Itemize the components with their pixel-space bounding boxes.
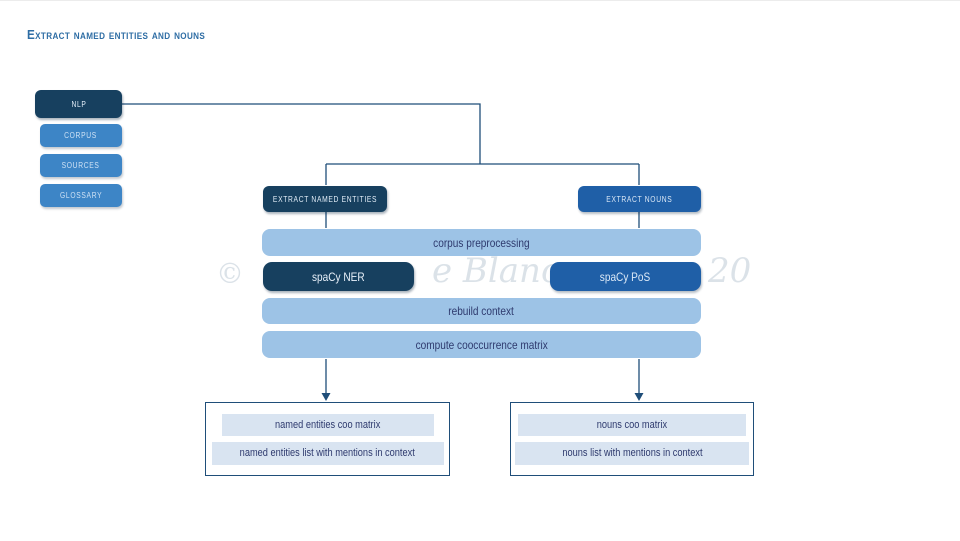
watermark-fragment: 20 [708, 251, 752, 291]
tool-spacy-ner[interactable]: spaCy NER [263, 262, 414, 291]
step-corpus-preprocessing: corpus preprocessing [262, 229, 701, 256]
extract-named-entities-button[interactable]: EXTRACT NAMED ENTITIES [263, 186, 387, 212]
output-box-named-entities: named entities coo matrix named entities… [205, 402, 450, 476]
tool-spacy-pos[interactable]: spaCy PoS [550, 262, 701, 291]
output-item: nouns coo matrix [518, 413, 746, 436]
output-box-nouns: nouns coo matrix nouns list with mention… [510, 402, 754, 476]
output-item: named entities coo matrix [221, 413, 434, 436]
watermark-fragment: e Blanc [432, 251, 560, 291]
nav-button-sources[interactable]: SOURCES [40, 154, 122, 177]
nav-button-corpus[interactable]: CORPUS [40, 124, 122, 147]
page-title: Extract named entities and nouns [27, 27, 206, 42]
output-item: nouns list with mentions in context [515, 441, 749, 465]
step-compute-cooccurrence-matrix: compute cooccurrence matrix [262, 331, 701, 358]
extract-nouns-button[interactable]: EXTRACT NOUNS [578, 186, 701, 212]
nav-button-nlp[interactable]: NLP [35, 90, 122, 118]
step-rebuild-context: rebuild context [262, 298, 701, 324]
watermark-fragment: © [216, 257, 244, 290]
nav-button-glossary[interactable]: GLOSSARY [40, 184, 122, 207]
output-item: named entities list with mentions in con… [211, 441, 444, 465]
